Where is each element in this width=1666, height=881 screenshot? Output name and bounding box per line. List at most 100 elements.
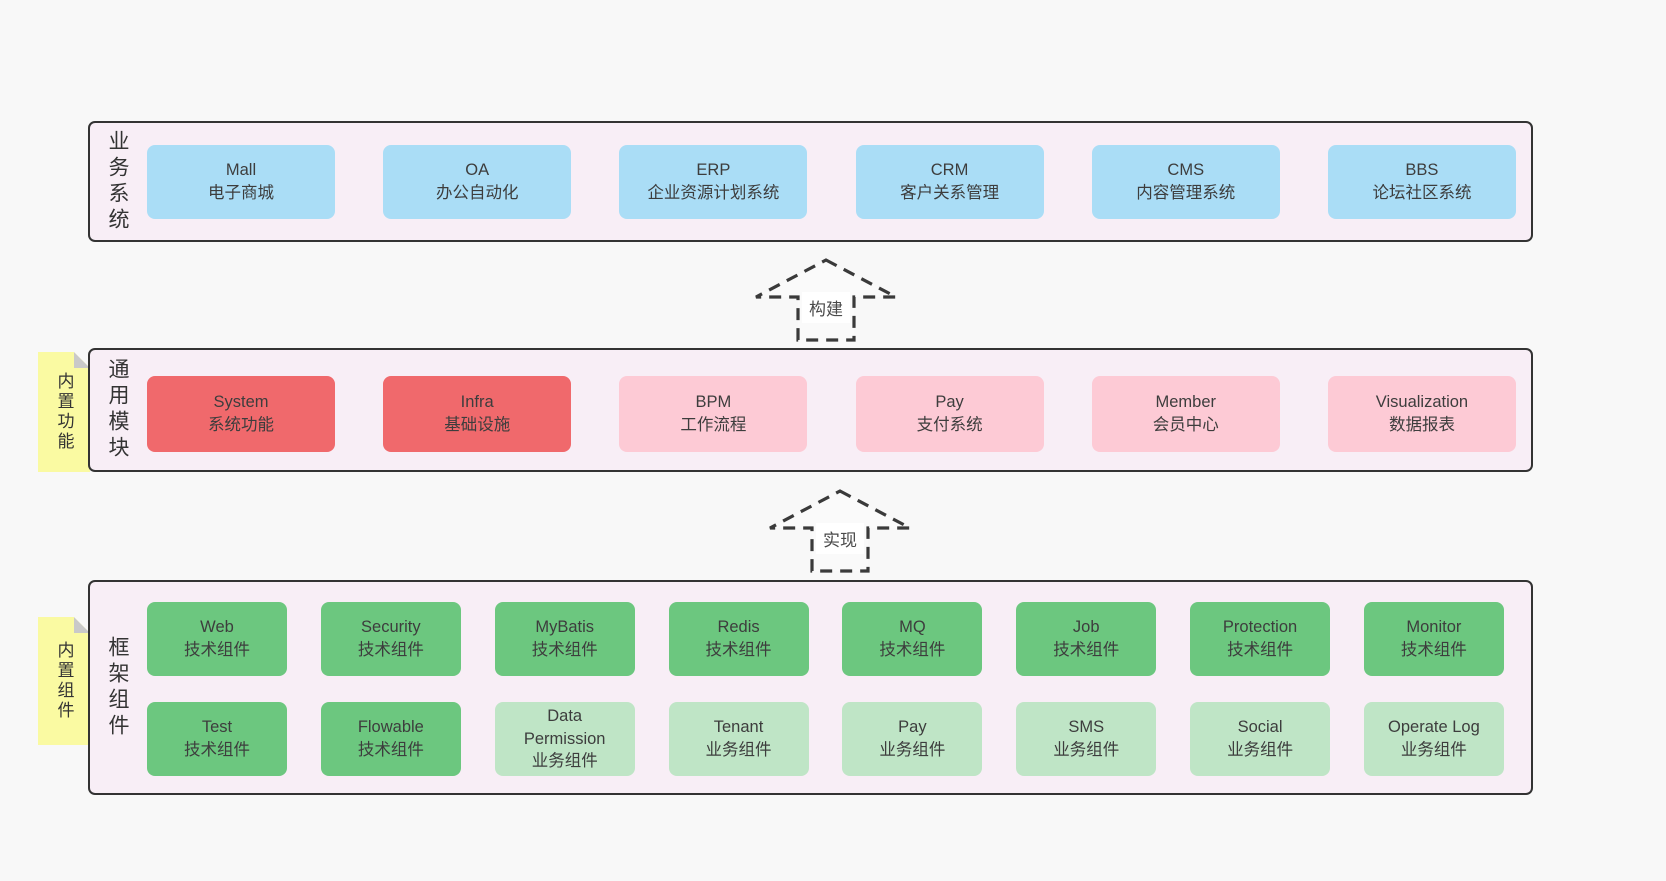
box-subtitle: 技术组件 <box>1400 641 1467 659</box>
box-title: Protection <box>1222 618 1298 637</box>
box-title: MyBatis <box>535 618 595 637</box>
box-member: Member 会员中心 <box>1091 376 1280 452</box>
box-system: System 系统功能 <box>147 376 335 452</box>
box-bpm: BPM 工作流程 <box>619 376 808 452</box>
box-subtitle: 会员中心 <box>1152 416 1219 434</box>
box-title: System <box>213 393 269 412</box>
box-title: SMS <box>1068 718 1105 737</box>
panel-components-label: 框架组件 <box>106 635 129 740</box>
box-subtitle: 技术组件 <box>357 641 424 659</box>
box-oa: OA 办公自动化 <box>383 145 572 219</box>
box-subtitle: 技术组件 <box>531 641 598 659</box>
box-title: BBS <box>1405 161 1439 180</box>
box-test: Test 技术组件 <box>147 702 287 776</box>
box-mall: Mall 电子商城 <box>147 145 335 219</box>
box-subtitle: 技术组件 <box>705 641 772 659</box>
box-title: Job <box>1072 618 1100 637</box>
box-operate-log: Operate Log 业务组件 <box>1363 702 1504 776</box>
box-subtitle: 业务组件 <box>1400 741 1467 759</box>
box-subtitle: 内容管理系统 <box>1136 184 1236 202</box>
panel-framework-components: 框架组件 Web 技术组件 Security 技术组件 MyBatis 技术组件… <box>88 580 1533 795</box>
box-title: Redis <box>717 618 760 637</box>
box-title: OA <box>465 161 490 180</box>
box-title: Operate Log <box>1388 718 1480 737</box>
box-title: Monitor <box>1406 618 1462 637</box>
box-title: Flowable <box>357 718 424 737</box>
box-sms: SMS 业务组件 <box>1016 702 1157 776</box>
box-subtitle: 业务组件 <box>1053 741 1120 759</box>
box-title: Tenant <box>713 718 764 737</box>
panel-common-modules: 通用模块 System 系统功能 Infra 基础设施 BPM 工作流程 Pay… <box>88 348 1533 472</box>
box-subtitle: 业务组件 <box>705 741 772 759</box>
box-mq: MQ 技术组件 <box>842 602 983 676</box>
sticky-builtin-components-label: 内置组件 <box>54 641 74 721</box>
sticky-builtin-features-label: 内置功能 <box>54 372 74 452</box>
box-subtitle: 业务组件 <box>531 752 598 771</box>
box-title: Member <box>1155 393 1216 412</box>
box-visualization: Visualization 数据报表 <box>1327 376 1516 452</box>
box-subtitle: 论坛社区系统 <box>1372 184 1472 202</box>
box-pay: Pay 支付系统 <box>855 376 1044 452</box>
box-redis: Redis 技术组件 <box>668 602 809 676</box>
box-title: Pay <box>935 393 964 412</box>
box-subtitle: 数据报表 <box>1388 416 1455 434</box>
box-flowable: Flowable 技术组件 <box>320 702 461 776</box>
box-title: Infra <box>460 393 494 412</box>
box-subtitle: 技术组件 <box>184 741 250 759</box>
box-monitor: Monitor 技术组件 <box>1363 602 1504 676</box>
modules-row: System 系统功能 Infra 基础设施 BPM 工作流程 Pay 支付系统… <box>147 376 1516 452</box>
box-pay-biz: Pay 业务组件 <box>842 702 983 776</box>
panel-business-systems: 业务系统 Mall 电子商城 OA 办公自动化 ERP 企业资源计划系统 CRM… <box>88 121 1533 242</box>
box-subtitle: 支付系统 <box>916 416 983 434</box>
box-title: Mall <box>225 161 257 180</box>
box-title: Data Permission <box>523 706 606 748</box>
box-title: MQ <box>899 618 926 637</box>
box-infra: Infra 基础设施 <box>383 376 572 452</box>
box-subtitle: 电子商城 <box>208 184 274 202</box>
box-title: Visualization <box>1375 393 1469 412</box>
box-web: Web 技术组件 <box>147 602 287 676</box>
box-title: ERP <box>696 161 731 180</box>
box-subtitle: 业务组件 <box>1227 741 1294 759</box>
box-job: Job 技术组件 <box>1016 602 1157 676</box>
business-row: Mall 电子商城 OA 办公自动化 ERP 企业资源计划系统 CRM 客户关系… <box>147 145 1516 219</box>
panel-business-label: 业务系统 <box>106 129 129 234</box>
box-subtitle: 技术组件 <box>1053 641 1120 659</box>
box-subtitle: 办公自动化 <box>435 184 519 202</box>
box-bbs: BBS 论坛社区系统 <box>1327 145 1516 219</box>
box-mybatis: MyBatis 技术组件 <box>494 602 635 676</box>
box-title: Pay <box>898 718 927 737</box>
box-erp: ERP 企业资源计划系统 <box>619 145 808 219</box>
box-subtitle: 基础设施 <box>444 416 511 434</box>
box-security: Security 技术组件 <box>320 602 461 676</box>
components-row-1: Web 技术组件 Security 技术组件 MyBatis 技术组件 Redi… <box>147 602 1504 676</box>
box-subtitle: 技术组件 <box>1227 641 1294 659</box>
box-title: Security <box>361 618 421 637</box>
box-subtitle: 业务组件 <box>879 741 946 759</box>
box-data-permission: Data Permission 业务组件 <box>494 702 635 776</box>
box-subtitle: 客户关系管理 <box>900 184 1000 202</box>
box-crm: CRM 客户关系管理 <box>855 145 1044 219</box>
build-arrow: 构建 <box>751 256 901 344</box>
sticky-builtin-components: 内置组件 <box>38 617 90 745</box>
box-protection: Protection 技术组件 <box>1190 602 1331 676</box>
box-title: Social <box>1237 718 1283 737</box>
box-cms: CMS 内容管理系统 <box>1091 145 1280 219</box>
box-subtitle: 技术组件 <box>357 741 424 759</box>
box-subtitle: 系统功能 <box>208 416 274 434</box>
box-subtitle: 技术组件 <box>184 641 250 659</box>
box-subtitle: 技术组件 <box>879 641 946 659</box>
components-row-2: Test 技术组件 Flowable 技术组件 Data Permission … <box>147 702 1504 776</box>
box-title: CRM <box>930 161 969 180</box>
box-title: CMS <box>1167 161 1205 180</box>
build-arrow-label: 构建 <box>802 292 850 323</box>
box-title: Web <box>200 618 234 637</box>
box-tenant: Tenant 业务组件 <box>668 702 809 776</box>
box-title: Test <box>201 718 233 737</box>
sticky-builtin-features: 内置功能 <box>38 352 90 472</box>
implement-arrow: 实现 <box>765 487 915 575</box>
box-subtitle: 企业资源计划系统 <box>647 184 780 202</box>
implement-arrow-label: 实现 <box>816 523 864 554</box>
box-social: Social 业务组件 <box>1190 702 1331 776</box>
